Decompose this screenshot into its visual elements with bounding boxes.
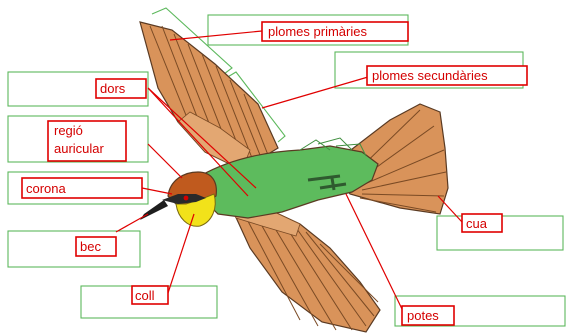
label-text-cua: cua	[466, 216, 488, 231]
label-plomes-primaries: plomes primàries	[262, 22, 408, 41]
eye	[184, 196, 189, 201]
answer-box-bec[interactable]	[8, 231, 140, 267]
label-dors: dors	[96, 79, 146, 98]
label-regio-auricular: regió auricular	[48, 121, 126, 161]
label-text-plomes-secundaries: plomes secundàries	[372, 68, 488, 83]
label-text-coll: coll	[135, 288, 155, 303]
pointer-bec	[116, 214, 148, 232]
label-cua: cua	[462, 214, 502, 232]
label-text-bec: bec	[80, 239, 101, 254]
label-text-potes: potes	[407, 308, 439, 323]
label-text-regio: regió	[54, 123, 83, 138]
label-text-plomes-primaries: plomes primàries	[268, 24, 367, 39]
lower-wing	[228, 200, 380, 332]
label-bec: bec	[76, 237, 116, 256]
label-text-auricular: auricular	[54, 141, 105, 156]
label-text-dors: dors	[100, 81, 126, 96]
label-potes: potes	[402, 306, 454, 325]
label-plomes-secundaries: plomes secundàries	[367, 66, 527, 85]
label-corona: corona	[22, 178, 142, 198]
label-text-corona: corona	[26, 181, 67, 196]
pointer-coll	[168, 214, 194, 293]
label-coll: coll	[132, 286, 168, 304]
pointer-regio-auricular	[148, 144, 182, 178]
pointer-plomes-secundaries	[262, 77, 368, 108]
